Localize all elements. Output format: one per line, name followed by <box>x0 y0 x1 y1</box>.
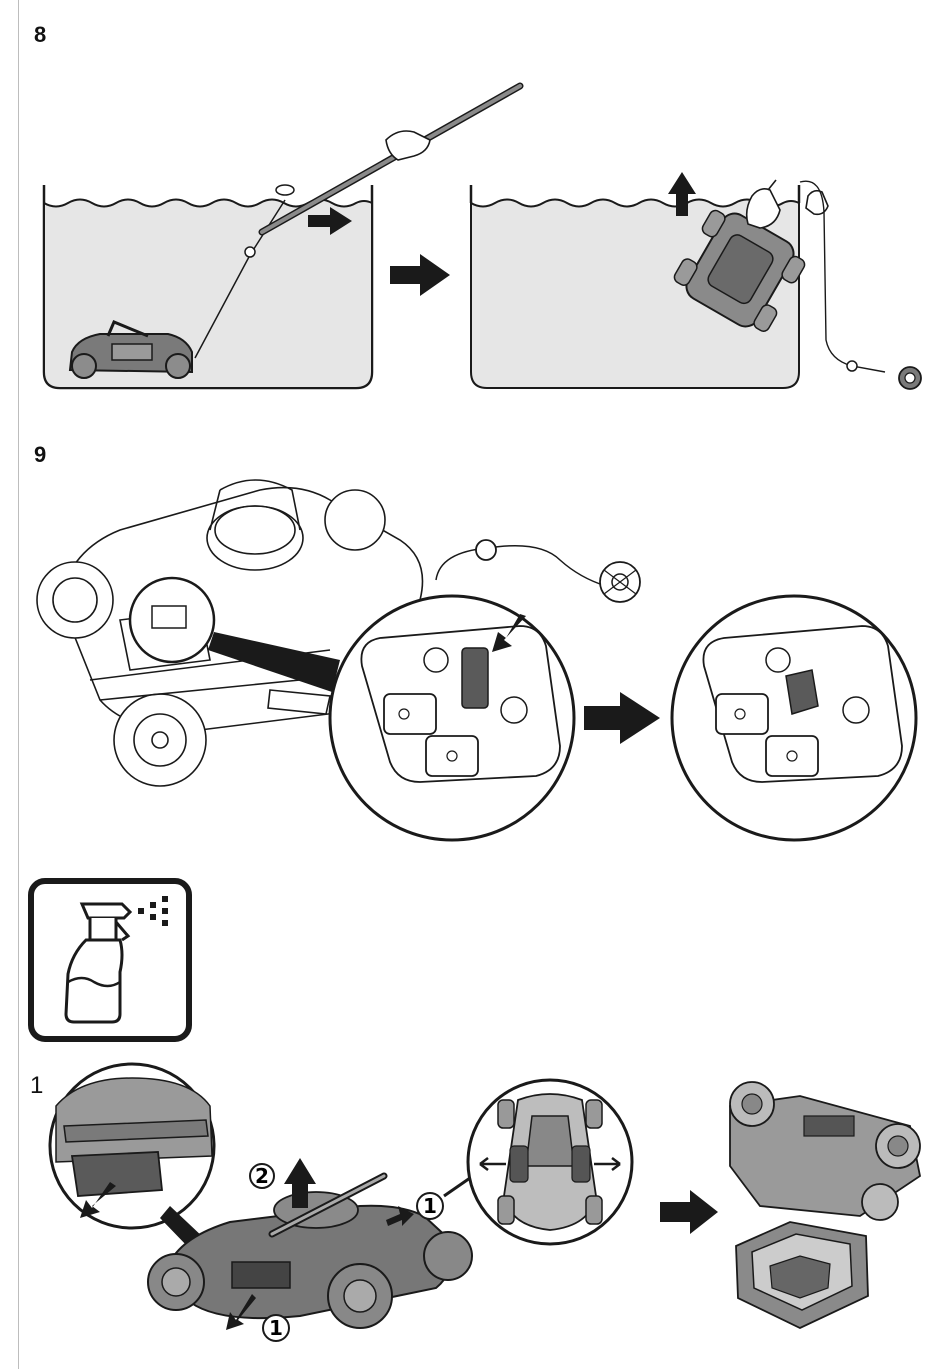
step-9-number: 9 <box>34 442 46 468</box>
step-1-illustration: 2 1 1 <box>0 1066 950 1366</box>
filter-basket <box>736 1222 868 1328</box>
arrow-right-icon <box>660 1190 718 1234</box>
arrow-right-icon <box>390 254 450 296</box>
callout-lift: 2 <box>250 1164 274 1188</box>
step-9-illustration <box>0 470 950 870</box>
step-8-illustration <box>0 0 950 430</box>
cable <box>436 546 606 586</box>
swivel-connector-icon <box>600 562 640 602</box>
zoom-lever-open <box>330 596 574 840</box>
spray-bottle-icon <box>28 878 192 1042</box>
callout-lift-label: 2 <box>255 1164 269 1188</box>
zoom-filter-handle <box>50 1064 214 1228</box>
zoom-top-view <box>468 1080 632 1244</box>
callout-release: 1 <box>417 1193 443 1219</box>
robot-open-body <box>730 1082 920 1220</box>
callout-pull-label: 1 <box>269 1316 283 1340</box>
hand-icon <box>806 191 828 215</box>
callout-pull: 1 <box>263 1315 289 1341</box>
hand-icon <box>386 131 430 160</box>
zoom-lever-closed <box>672 596 916 840</box>
magnifier-source <box>130 578 214 662</box>
float-icon <box>276 185 294 195</box>
callout-release-label: 1 <box>423 1194 437 1218</box>
arrow-right-icon <box>584 692 660 744</box>
swivel-connector-icon <box>899 367 921 389</box>
